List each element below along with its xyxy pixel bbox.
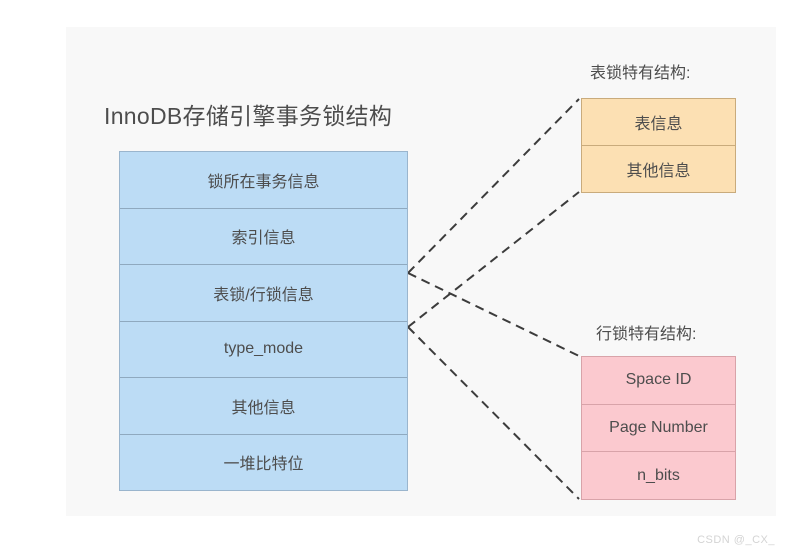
row-lock-caption: 行锁特有结构:	[596, 326, 697, 343]
table-lock-row-2: 其他信息	[582, 145, 735, 192]
table-lock-caption: 表锁特有结构:	[590, 65, 691, 82]
lock-structure-row-2: 索引信息	[120, 207, 407, 265]
table-lock-row-1: 表信息	[634, 116, 683, 133]
lock-structure-row-5: 其他信息	[120, 377, 407, 434]
lock-structure-row-1: 锁所在事务信息	[207, 173, 320, 191]
lock-structure-table: 锁所在事务信息 索引信息 表锁/行锁信息 type_mode 其他信息 一堆比特…	[119, 151, 408, 491]
lock-structure-row-4: type_mode	[120, 320, 407, 378]
diagram-title: InnoDB存储引擎事务锁结构	[104, 103, 393, 129]
row-lock-structure-table: Space ID Page Number n_bits	[581, 356, 736, 500]
table-lock-structure-table: 表信息 其他信息	[581, 98, 736, 193]
row-lock-row-3: n_bits	[582, 451, 735, 499]
row-lock-row-1: Space ID	[625, 371, 692, 389]
lock-structure-row-3: 表锁/行锁信息	[120, 264, 407, 321]
row-lock-row-2: Page Number	[582, 403, 735, 452]
watermark: CSDN @_CX_	[697, 534, 775, 546]
lock-structure-row-6: 一堆比特位	[120, 433, 407, 491]
